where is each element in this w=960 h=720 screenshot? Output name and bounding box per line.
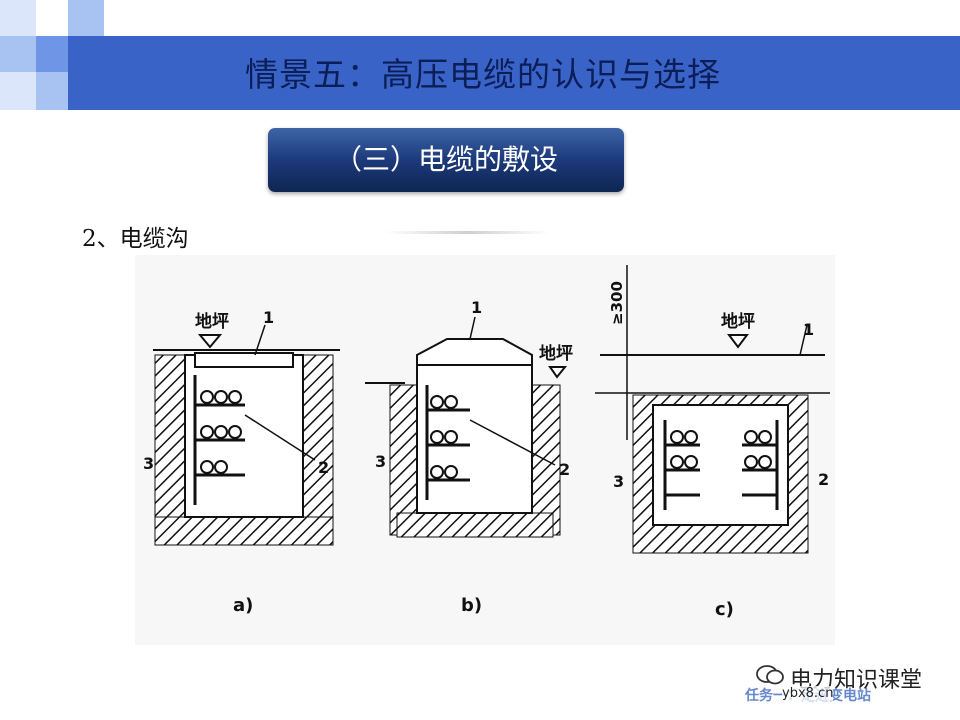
watermark-url: ybx8.cn [782, 686, 834, 701]
callout-1-b: 1 [471, 298, 482, 317]
wechat-icon [756, 665, 784, 685]
section-heading: 2、电缆沟 [82, 226, 189, 252]
page-title: 情景五：高压电缆的认识与选择 [245, 55, 721, 94]
callout-1-c: 1 [803, 320, 814, 339]
callout-2-b: 2 [559, 460, 570, 479]
depth-label-c: ≥300 [608, 281, 626, 325]
trench-panel-b [365, 316, 568, 538]
callout-3-b: 3 [375, 452, 386, 471]
trench-panel-a [153, 324, 340, 546]
panel-label-a: a) [233, 595, 253, 616]
corner-square [0, 72, 36, 110]
trench-panel-c [595, 265, 830, 554]
callout-1-a: 1 [263, 308, 274, 327]
callout-2-a: 2 [318, 458, 329, 477]
corner-square [0, 36, 36, 72]
title-bar [68, 36, 960, 110]
corner-square [36, 72, 68, 110]
callout-3-a: 3 [143, 454, 154, 473]
cable-trench-diagram: 地坪 1 2 3 a) 地坪 1 2 3 b) [135, 255, 835, 645]
corner-square [0, 0, 36, 36]
callout-2-c: 2 [818, 470, 829, 489]
corner-square [36, 36, 68, 72]
divider [385, 231, 550, 234]
ground-label-a: 地坪 [195, 311, 229, 332]
subtitle-box: （三）电缆的敷设 [268, 128, 624, 192]
panel-label-b: b) [461, 595, 482, 616]
ground-label-c: 地坪 [721, 311, 755, 332]
callout-3-c: 3 [613, 472, 624, 491]
ground-label-b: 地坪 [539, 343, 573, 364]
subtitle: （三）电缆的敷设 [333, 143, 558, 176]
panel-label-c: c) [715, 599, 734, 620]
corner-square [68, 0, 104, 36]
